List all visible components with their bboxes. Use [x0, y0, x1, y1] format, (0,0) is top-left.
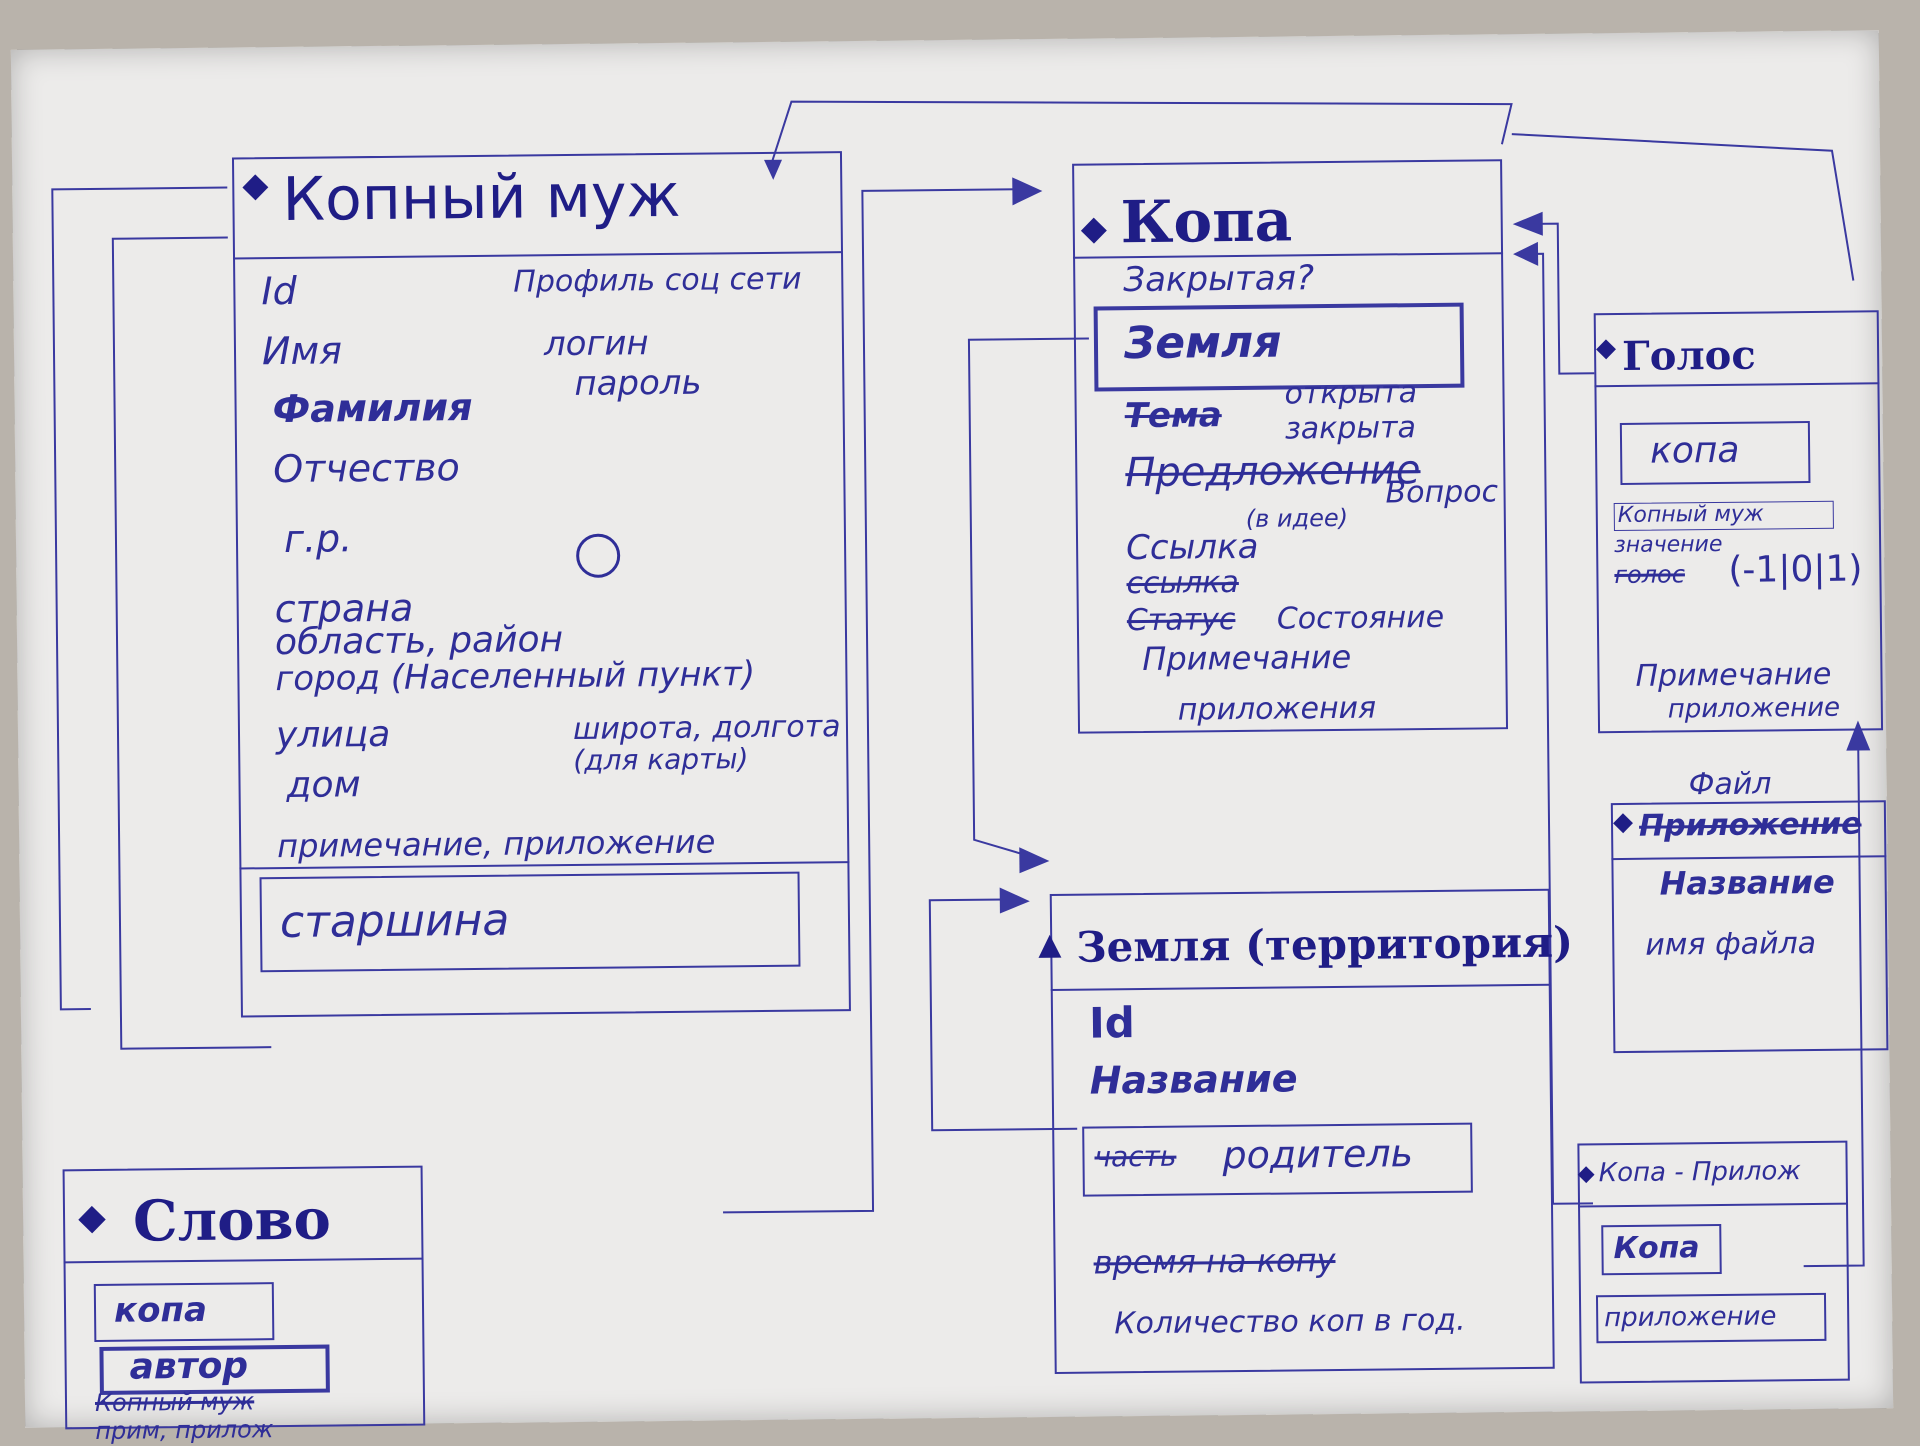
field-id: Id — [261, 268, 297, 314]
fail-title: Файл — [1688, 766, 1772, 803]
kopa-zemlya: Земля — [1123, 316, 1282, 370]
kopa-tema: Тема — [1124, 395, 1222, 437]
zemlya-id: Id — [1088, 998, 1136, 1048]
zemlya-struck: часть — [1094, 1139, 1177, 1174]
kopa-closed-question: Закрытая? — [1123, 258, 1315, 301]
kopa-prilozh-prilozhenie: приложение — [1604, 1301, 1777, 1334]
diamond-icon: ◆ — [1612, 806, 1634, 838]
golos-kopa: копа — [1649, 429, 1740, 472]
small-circle — [575, 533, 621, 578]
field-gr: г.р. — [283, 516, 353, 561]
kopa-status-open: открыта — [1284, 375, 1418, 412]
golos-values: (-1|0|1) — [1728, 548, 1863, 591]
kopa-v-idee: (в идее) — [1245, 503, 1349, 533]
field-gorod: город (Населенный пункт) — [275, 654, 756, 700]
kopny-muzh-title: Копный муж — [282, 160, 681, 235]
fail-imya-faila: имя файла — [1645, 925, 1817, 963]
slovo-kopa: копа — [113, 1289, 208, 1331]
slovo-avtor: автор — [129, 1345, 249, 1388]
field-ulitsa: улица — [275, 713, 391, 757]
slovo-prim: прим, прилож — [95, 1415, 274, 1446]
diamond-icon: ◆ — [77, 1196, 106, 1239]
kopa-status-closed: закрыта — [1284, 410, 1417, 447]
kopa-vopros: Вопрос — [1385, 474, 1499, 511]
kopa-struck-status: Статус — [1126, 602, 1236, 639]
slovo-title: Слово — [132, 1186, 332, 1255]
kopa-struck-ssylka: ссылка — [1126, 564, 1240, 602]
field-profil: Профиль соц сети — [513, 261, 802, 300]
diamond-icon: ◆ — [1595, 333, 1617, 364]
field-parol: пароль — [574, 362, 702, 404]
zemlya-roditel: родитель — [1222, 1131, 1414, 1178]
field-starshina: старшина — [279, 894, 510, 949]
diamond-icon: ◆ — [1080, 208, 1108, 249]
field-shirota: широта, долгота — [572, 709, 841, 747]
kopa-title: Копа — [1120, 186, 1293, 257]
diamond-icon: ◆ — [1577, 1161, 1595, 1187]
fail-nazvanie: Название — [1659, 862, 1835, 903]
kopa-sostoyanie: Состояние — [1276, 599, 1445, 637]
kopa-primechanie: Примечание — [1142, 637, 1352, 679]
field-dom: дом — [286, 764, 361, 806]
field-login: логин — [543, 323, 649, 365]
golos-prilozhenie: приложение — [1667, 692, 1841, 725]
kopa-ssylka: Ссылка — [1125, 526, 1259, 569]
fail-title-struck: Приложение — [1638, 806, 1862, 844]
field-imya: Имя — [261, 328, 343, 374]
slovo-struck: Копный муж — [94, 1387, 255, 1418]
golos-kopny-muzh: Копный муж — [1617, 501, 1764, 529]
kopa-prilozh-title: Копа - Прилож — [1598, 1156, 1801, 1189]
kopa-prilozh-kopa: Копа — [1613, 1230, 1700, 1267]
zemlya-title: Земля (территория) — [1076, 917, 1574, 972]
field-note: примечание, приложение — [276, 822, 716, 866]
golos-title: Голос — [1621, 331, 1756, 380]
kopa-predlozhenie: Предложение — [1125, 447, 1421, 497]
paper-sheet: ◆ Копный муж Id Имя Фамилия Отчество г.р… — [10, 30, 1894, 1445]
kopa-prilozheniya: приложения — [1177, 690, 1377, 728]
field-dlya-karty: (для карты) — [573, 742, 749, 777]
diamond-icon: ◆ — [242, 165, 269, 206]
field-otchestvo: Отчество — [273, 445, 461, 492]
zemlya-kolichestvo: Количество коп в год. — [1114, 1302, 1466, 1342]
golos-primechanie: Примечание — [1635, 656, 1832, 694]
golos-znachenie: значение — [1613, 531, 1723, 559]
connector-lines — [51, 100, 1871, 1268]
diamond-icon: ▲ — [1038, 926, 1062, 963]
zemlya-vremya: время на копу — [1093, 1241, 1336, 1282]
field-familiya: Фамилия — [272, 385, 473, 432]
zemlya-nazvanie: Название — [1089, 1056, 1298, 1103]
golos-golos: голос — [1614, 560, 1686, 590]
